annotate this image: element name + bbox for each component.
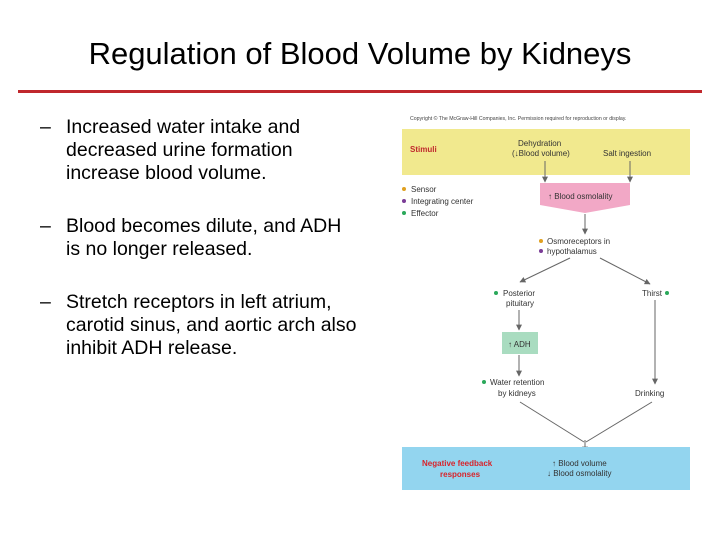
slide-title: Regulation of Blood Volume by Kidneys bbox=[88, 36, 632, 71]
bullet-list: – Increased water intake and decreased u… bbox=[40, 116, 360, 390]
pituitary-label: pituitary bbox=[506, 299, 534, 308]
legend-dot-effector bbox=[402, 211, 406, 215]
bullet-dash: – bbox=[40, 215, 51, 237]
copyright-notice: Copyright © The McGraw-Hill Companies, I… bbox=[410, 115, 626, 122]
bullet-dash: – bbox=[40, 291, 51, 313]
stimuli-label: Stimuli bbox=[410, 145, 437, 154]
effector-dot bbox=[494, 291, 498, 295]
dehydration-label: Dehydration bbox=[518, 139, 561, 148]
thirst-effector-dot bbox=[665, 291, 669, 295]
response-box bbox=[402, 447, 690, 490]
legend-dot-sensor bbox=[402, 187, 406, 191]
bullet-text: Increased water intake and decreased uri… bbox=[66, 116, 301, 184]
stimuli-box bbox=[402, 129, 690, 175]
osmoreceptors-label: Osmoreceptors in bbox=[547, 237, 610, 246]
water-retention-label: Water retention bbox=[490, 378, 544, 387]
drinking-converge-line bbox=[585, 401, 653, 443]
bullet-text: Blood becomes dilute, and ADH is no long… bbox=[66, 215, 342, 260]
sensor-dot bbox=[539, 239, 543, 243]
result-blood-osmolality-label: ↓ Blood osmolality bbox=[547, 469, 611, 478]
blood-osmolality-label: ↑ Blood osmolality bbox=[548, 192, 612, 201]
blood-osmolality-box bbox=[540, 183, 630, 213]
legend-effector-label: Effector bbox=[411, 209, 439, 218]
thirst-label: Thirst bbox=[642, 289, 663, 298]
legend-sensor-label: Sensor bbox=[411, 185, 437, 194]
integrating-dot bbox=[539, 249, 543, 253]
bullet-item: – Stretch receptors in left atrium, caro… bbox=[40, 291, 360, 360]
hypothalamus-label: hypothalamus bbox=[547, 247, 597, 256]
bullet-text: Stretch receptors in left atrium, caroti… bbox=[66, 291, 357, 359]
bullet-dash: – bbox=[40, 116, 51, 138]
negative-feedback-label: Negative feedback bbox=[422, 459, 493, 468]
kidney-effector-dot bbox=[482, 380, 486, 384]
legend-dot-integrating bbox=[402, 199, 406, 203]
legend-integrating-label: Integrating center bbox=[411, 197, 474, 206]
drinking-label: Drinking bbox=[635, 389, 664, 398]
result-blood-volume-label: ↑ Blood volume bbox=[552, 459, 607, 468]
dehydration-sub-label: (↓Blood volume) bbox=[512, 149, 570, 158]
adh-box bbox=[502, 332, 538, 354]
salt-ingestion-label: Salt ingestion bbox=[603, 149, 651, 158]
branch-to-thirst-arrow bbox=[599, 257, 651, 285]
responses-label: responses bbox=[440, 470, 481, 479]
posterior-label: Posterior bbox=[503, 289, 535, 298]
bullet-item: – Increased water intake and decreased u… bbox=[40, 116, 360, 185]
title-divider bbox=[18, 90, 702, 93]
adh-label: ↑ ADH bbox=[508, 340, 531, 349]
kidneys-label: by kidneys bbox=[498, 389, 536, 398]
bullet-item: – Blood becomes dilute, and ADH is no lo… bbox=[40, 215, 360, 261]
branch-to-pituitary-arrow bbox=[519, 257, 571, 283]
kidney-converge-line bbox=[519, 401, 585, 443]
